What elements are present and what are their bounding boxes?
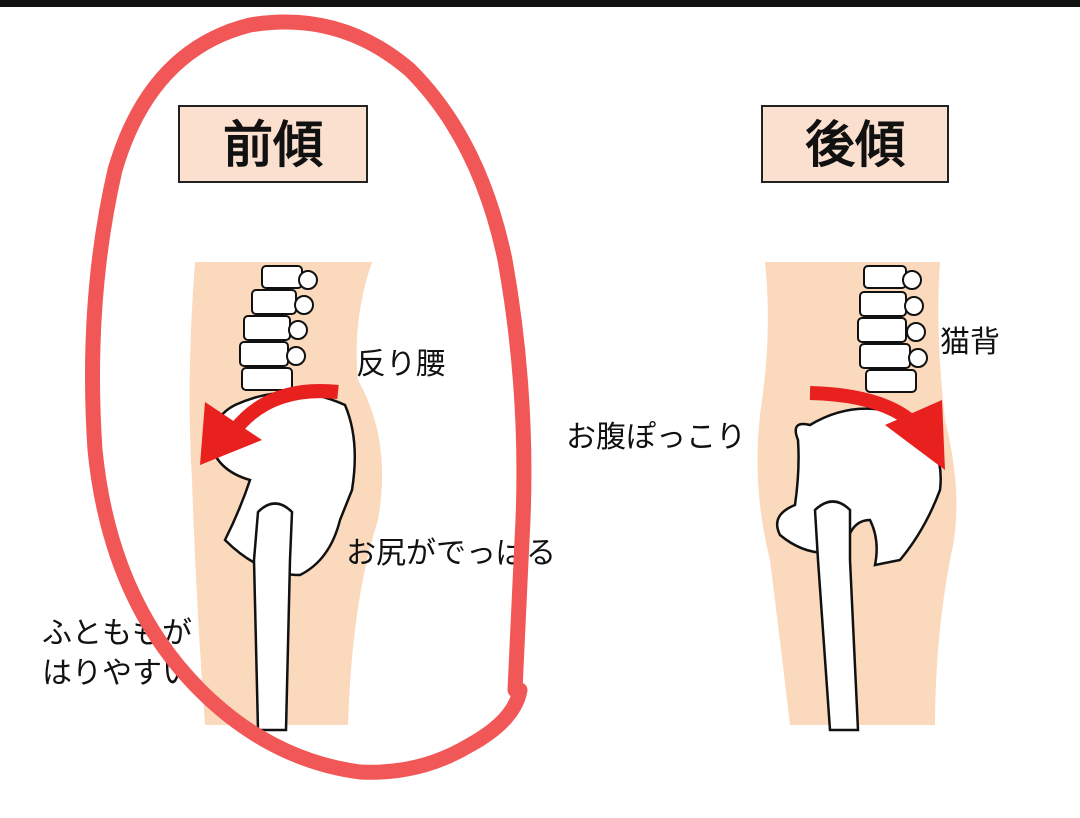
anterior-tilt-panel: 前傾 反り腰 お尻がでっぱる ふとももが はりやすい <box>42 105 556 732</box>
spine-icon <box>857 265 928 393</box>
arrow-counterclockwise-icon <box>229 384 339 435</box>
arrow-head-right <box>885 400 945 470</box>
label-hunchback: 猫背 <box>940 325 1000 360</box>
femur-icon <box>252 502 294 732</box>
top-bar <box>0 0 1080 7</box>
title-box-posterior <box>761 105 949 183</box>
label-lordosis: 反り腰 <box>356 347 446 382</box>
posterior-tilt-panel: 後傾 猫背 お腹ぽっこり <box>566 105 1000 732</box>
title-box-anterior <box>178 105 368 183</box>
red-circle-annotation <box>85 14 532 780</box>
title-posterior: 後傾 <box>805 116 905 174</box>
spine-icon <box>239 265 318 391</box>
arrow-head-left <box>200 402 262 465</box>
title-anterior: 前傾 <box>223 116 323 174</box>
femur-icon <box>813 500 860 732</box>
label-belly: お腹ぽっこり <box>566 420 746 455</box>
